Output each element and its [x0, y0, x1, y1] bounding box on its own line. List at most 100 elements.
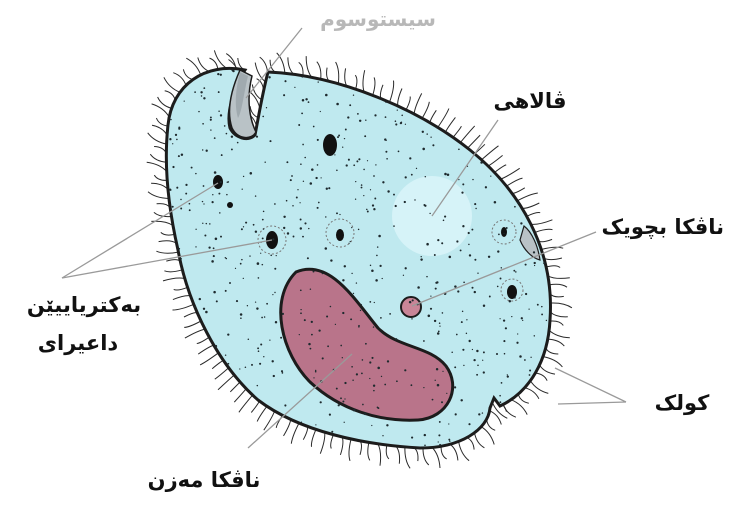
- granule: [361, 373, 363, 375]
- granule: [534, 265, 535, 266]
- granule: [249, 255, 250, 256]
- granule: [358, 326, 360, 328]
- granule: [429, 213, 430, 214]
- granule: [434, 320, 436, 322]
- cilium: [363, 70, 365, 92]
- granule: [215, 238, 218, 241]
- granule: [220, 114, 222, 116]
- granule: [375, 164, 376, 165]
- granule: [373, 208, 375, 210]
- granule: [301, 422, 302, 423]
- granule: [435, 282, 437, 284]
- granule: [424, 434, 426, 436]
- granule: [235, 268, 236, 269]
- granule: [257, 385, 258, 386]
- granule: [462, 183, 464, 185]
- granule: [218, 111, 219, 112]
- granule: [304, 222, 306, 224]
- granule: [463, 365, 464, 366]
- granule: [477, 365, 479, 367]
- granule: [251, 364, 253, 366]
- granule: [439, 325, 440, 326]
- granule: [476, 350, 478, 352]
- granule: [331, 431, 333, 433]
- granule: [358, 158, 360, 160]
- granule: [257, 347, 259, 349]
- granule: [287, 232, 289, 234]
- granule: [468, 244, 470, 246]
- granule: [360, 310, 361, 311]
- granule: [517, 202, 519, 204]
- cilium: [163, 278, 185, 281]
- granule: [225, 290, 227, 292]
- granule: [480, 161, 483, 164]
- granule: [178, 126, 180, 128]
- granule: [326, 188, 328, 190]
- granule: [209, 223, 211, 225]
- granule: [275, 321, 277, 323]
- granule: [281, 370, 283, 372]
- label-vacuole: ڤالاهی: [493, 89, 566, 113]
- granule: [382, 278, 383, 279]
- granule: [506, 227, 508, 229]
- granule: [321, 177, 322, 178]
- cilium: [368, 442, 370, 460]
- cilium: [218, 375, 234, 390]
- leader-cilia-2: [558, 402, 626, 404]
- granule: [422, 148, 425, 151]
- granule: [336, 212, 338, 214]
- granule: [460, 399, 462, 401]
- granule: [373, 385, 375, 387]
- granule: [245, 222, 247, 224]
- granule: [322, 357, 324, 359]
- granule: [385, 116, 387, 118]
- granule: [461, 321, 463, 323]
- bacteria-vacuole: [323, 134, 337, 156]
- granule: [389, 313, 391, 315]
- granule: [317, 207, 319, 209]
- granule: [342, 400, 344, 402]
- granule: [430, 295, 431, 296]
- granule: [325, 247, 328, 250]
- granule: [514, 206, 516, 208]
- granule: [262, 219, 264, 221]
- micronucleus: [401, 297, 421, 317]
- granule: [194, 91, 196, 93]
- granule: [500, 278, 502, 280]
- granule: [474, 291, 476, 293]
- granule: [340, 345, 342, 347]
- granule: [300, 312, 302, 314]
- granule: [410, 384, 412, 386]
- granule: [320, 401, 322, 403]
- granule: [477, 273, 478, 274]
- cilium: [148, 192, 169, 199]
- cilium: [345, 68, 347, 86]
- granule: [365, 119, 366, 120]
- granule: [509, 300, 511, 302]
- granule: [185, 184, 187, 186]
- granule: [483, 351, 485, 353]
- granule: [227, 333, 229, 335]
- granule: [336, 388, 338, 390]
- granule: [501, 231, 502, 232]
- granule: [441, 242, 443, 244]
- granule: [511, 316, 512, 317]
- granule: [393, 225, 395, 227]
- granule: [370, 265, 371, 266]
- granule: [456, 334, 458, 336]
- granule: [325, 94, 328, 97]
- cilium: [525, 388, 539, 399]
- granule: [442, 312, 444, 314]
- granule: [375, 279, 378, 282]
- granule: [369, 361, 371, 363]
- granule: [409, 157, 411, 159]
- cilium: [445, 117, 455, 132]
- granule: [525, 264, 527, 266]
- granule: [346, 164, 348, 166]
- granule: [395, 120, 397, 122]
- granule: [274, 203, 276, 205]
- granule: [302, 144, 304, 146]
- granule: [304, 319, 306, 321]
- granule: [294, 87, 295, 88]
- granule: [191, 167, 193, 169]
